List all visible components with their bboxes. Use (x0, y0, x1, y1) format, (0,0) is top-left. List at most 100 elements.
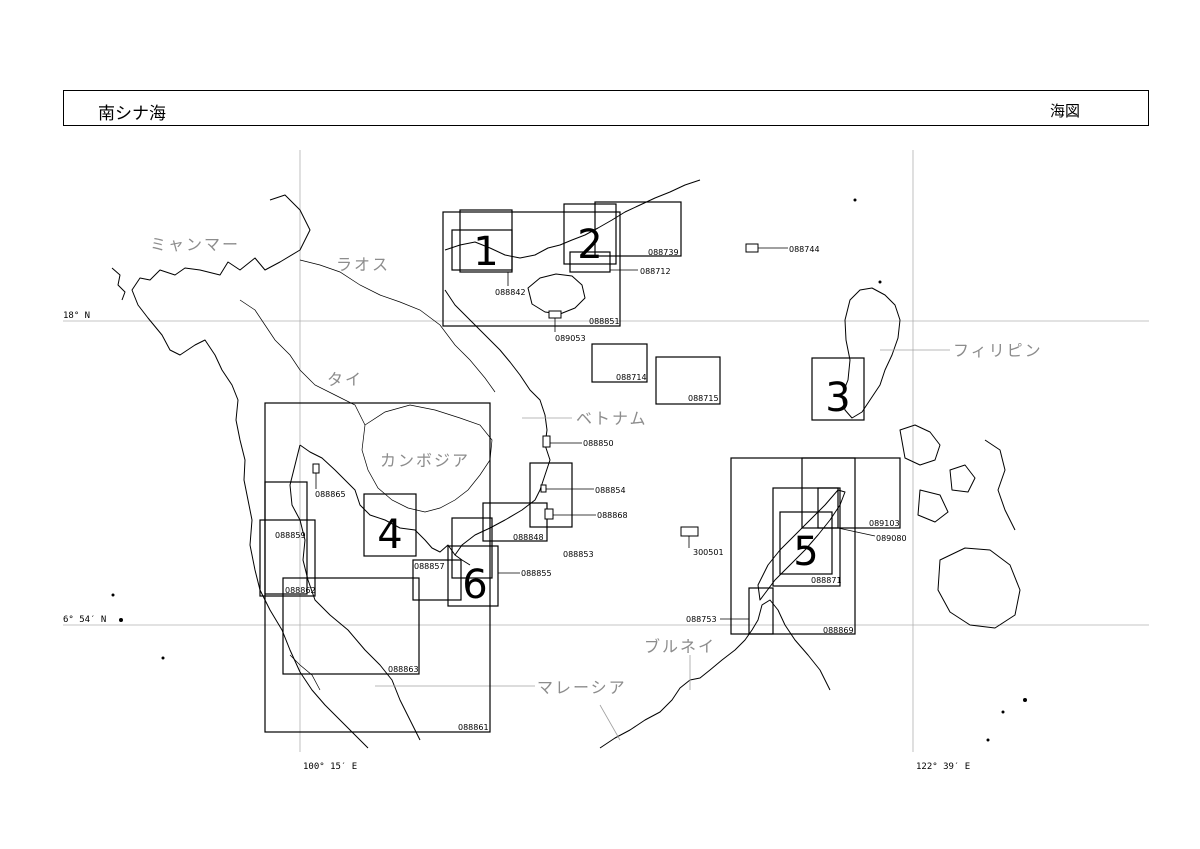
chart-coverage (259, 201, 901, 733)
chart-box-088859-a[interactable] (264, 481, 308, 595)
chart-box-088753[interactable] (748, 587, 774, 635)
chart-id-088850: 088850 (583, 439, 614, 448)
chart-id-088853: 088853 (563, 550, 594, 559)
country-labels: ミャンマー ラオス タイ カンボジア ベトナム フィリピン ブルネイ マレーシア (150, 235, 1043, 697)
region-number-4[interactable]: 4 (377, 512, 402, 558)
id-leaders (315, 247, 876, 620)
chart-box-088854[interactable] (540, 484, 547, 493)
chart-box-region-6[interactable] (451, 517, 493, 579)
border-thailand (239, 299, 366, 426)
region-number-6[interactable]: 6 (462, 562, 487, 608)
chart-id-088861: 088861 (458, 723, 489, 732)
country-label-brunei: ブルネイ (644, 637, 716, 656)
title-bar: 南シナ海 海図 (63, 90, 1149, 126)
chart-id-088753: 088753 (686, 615, 717, 624)
chart-box-088857[interactable] (412, 559, 462, 601)
island-speck (986, 738, 990, 742)
graticule (63, 150, 1149, 752)
hainan-island (527, 273, 586, 315)
country-label-myanmar: ミャンマー (150, 235, 240, 254)
coord-lat-south: 6° 54′ N (63, 615, 106, 625)
coastlines (111, 179, 1021, 749)
island-speck (119, 618, 123, 622)
chart-box-088859[interactable] (259, 519, 316, 597)
chart-id-300501: 300501 (693, 548, 724, 557)
chart-id-089080: 089080 (876, 534, 907, 543)
coastline-mainland-west (131, 194, 369, 749)
region-numbers: 1 2 3 4 5 6 (377, 222, 850, 608)
chart-id-088715: 088715 (688, 394, 719, 403)
chart-id-089053: 089053 (555, 334, 586, 343)
chart-box-region-5[interactable] (779, 511, 833, 575)
coord-lon-west: 100° 15′ E (303, 762, 357, 772)
chart-box-088851[interactable] (442, 211, 621, 327)
chart-id-labels: 088842 088739 088712 088744 088851 08905… (275, 245, 907, 732)
chart-id-088854: 088854 (595, 486, 626, 495)
country-label-malaysia: マレーシア (537, 678, 627, 697)
country-label-thailand: タイ (327, 370, 363, 389)
chart-box-088744[interactable] (745, 243, 759, 253)
border-malaysia (289, 654, 321, 691)
country-label-vietnam: ベトナム (576, 409, 648, 428)
chart-box-089103[interactable] (801, 457, 901, 529)
visayas-islands (899, 424, 976, 523)
chart-box-089053[interactable] (548, 310, 562, 319)
palawan-island (757, 489, 846, 601)
chart-box-088850[interactable] (542, 435, 551, 448)
chart-box-088848[interactable] (482, 502, 548, 542)
chart-box-region-2[interactable] (563, 203, 617, 265)
luzon-island (841, 287, 901, 419)
country-borders (239, 259, 496, 691)
chart-box-088863[interactable] (282, 577, 420, 675)
chart-box-088739[interactable] (594, 201, 682, 257)
label-leaders (375, 349, 950, 741)
chart-id-088868: 088868 (597, 511, 628, 520)
island-speck (1001, 710, 1005, 714)
chart-box-088712[interactable] (569, 251, 611, 273)
island-speck (853, 198, 857, 202)
chart-box-088869[interactable] (730, 457, 856, 635)
region-number-3[interactable]: 3 (825, 375, 850, 421)
chart-box-088865[interactable] (312, 463, 320, 474)
coastline-borneo (599, 599, 831, 749)
chart-id-088855: 088855 (521, 569, 552, 578)
chart-box-088714[interactable] (591, 343, 648, 383)
map-kind-label: 海図 (1049, 102, 1080, 120)
chart-id-088848: 088848 (513, 533, 544, 542)
coord-lon-east: 122° 39′ E (916, 762, 970, 772)
island-speck (111, 593, 115, 597)
region-number-2[interactable]: 2 (577, 222, 602, 268)
chart-box-088842-inset[interactable] (451, 229, 513, 271)
chart-box-region-4[interactable] (363, 493, 417, 557)
chart-box-088871[interactable] (772, 487, 841, 587)
island-specks (111, 198, 1027, 742)
coastline-china-south (444, 179, 701, 259)
region-number-1[interactable]: 1 (473, 229, 498, 275)
border-cambodia (361, 404, 493, 513)
chart-id-088863: 088863 (388, 665, 419, 674)
coastline-vietnam (444, 289, 551, 556)
region-number-5[interactable]: 5 (793, 529, 818, 575)
chart-box-300501[interactable] (680, 526, 699, 537)
country-label-laos: ラオス (336, 255, 390, 274)
chart-id-088744: 088744 (789, 245, 820, 254)
country-label-philippines: フィリピン (953, 341, 1043, 360)
country-label-cambodia: カンボジア (380, 451, 470, 470)
chart-id-088712: 088712 (640, 267, 671, 276)
chart-box-088853[interactable] (529, 462, 573, 528)
chart-box-088855[interactable] (447, 545, 499, 607)
island-speck (1023, 698, 1027, 702)
philippines-east-coast (984, 439, 1016, 531)
chart-id-088851: 088851 (589, 317, 620, 326)
chart-box-region-3[interactable] (811, 357, 865, 421)
chart-box-088868[interactable] (544, 508, 554, 520)
chart-id-089103: 089103 (869, 519, 900, 528)
mindanao-island (937, 547, 1021, 629)
coastline-malay-east (289, 444, 421, 741)
coastline-myanmar-north (111, 267, 126, 301)
chart-id-088739: 088739 (648, 248, 679, 257)
chart-id-088869: 088869 (823, 626, 854, 635)
chart-box-088715[interactable] (655, 356, 721, 405)
border-laos (299, 259, 496, 393)
